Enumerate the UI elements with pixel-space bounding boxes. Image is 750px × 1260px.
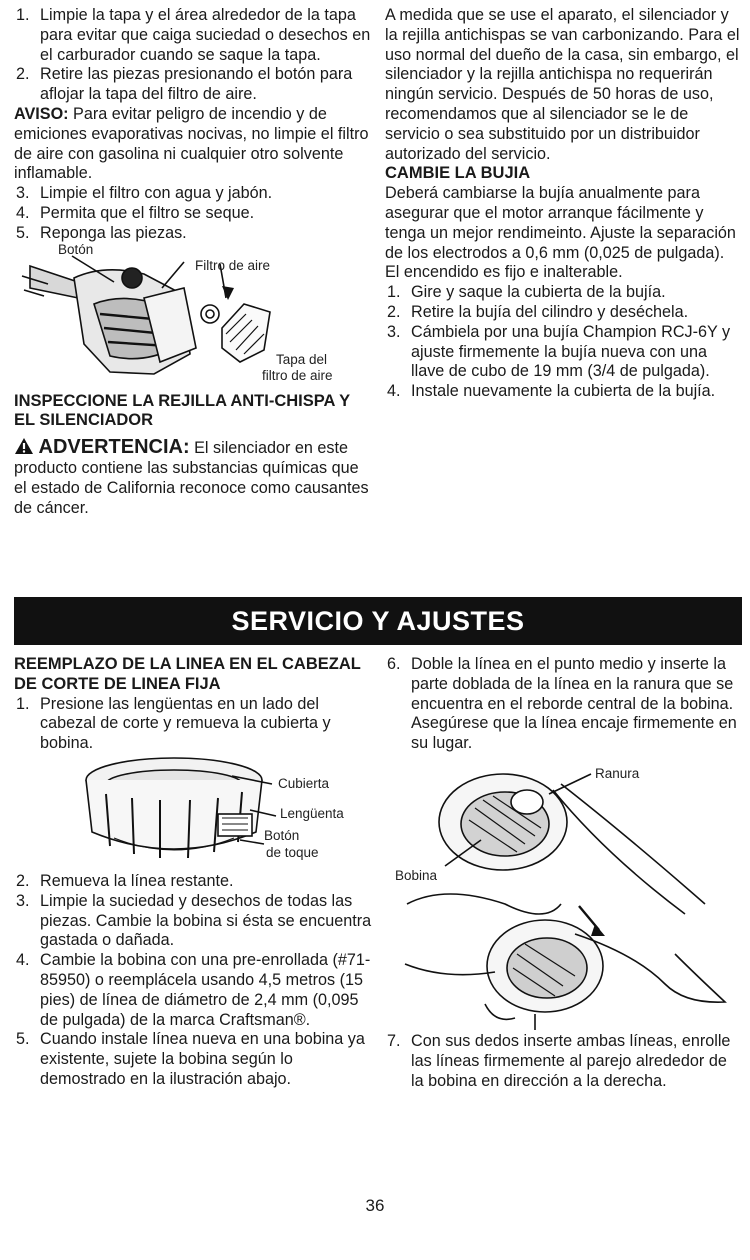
air-filter-figure: Botón Filtro de aire Tapa del filtro de … bbox=[14, 241, 372, 392]
list-item: 2. Retire las piezas presionando el botó… bbox=[16, 65, 353, 104]
list-item: 6. Doble la línea en el punto medio y in… bbox=[387, 655, 737, 753]
list-item: 4. Instale nuevamente la cubierta de la … bbox=[387, 382, 716, 401]
warning-paragraph: ADVERTENCIA: El silenciador en este prod… bbox=[14, 436, 369, 517]
spark-plug-paragraph: Deberá cambiarse la bujía anualmente par… bbox=[385, 184, 736, 282]
section-heading: CAMBIE LA BUJIA bbox=[385, 164, 531, 183]
list-item: 5. Reponga las piezas. bbox=[16, 223, 187, 242]
label-de-toque: de toque bbox=[266, 844, 319, 860]
warning-icon bbox=[14, 437, 34, 455]
label-ranura: Ranura bbox=[595, 765, 640, 781]
list-item: 3. Cámbiela por una bujía Champion RCJ-6… bbox=[387, 322, 731, 381]
page-number: 36 bbox=[365, 1196, 385, 1215]
list-item: 2. Retire la bujía del cilindro y deséch… bbox=[387, 302, 689, 321]
section-heading: REEMPLAZO DE LA LINEA EN EL CABEZAL DE C… bbox=[14, 655, 361, 693]
muffler-paragraph: A medida que se use el aparato, el silen… bbox=[385, 6, 740, 163]
label-boton: Botón bbox=[264, 827, 300, 843]
section-banner: SERVICIO Y AJUSTES bbox=[14, 597, 742, 645]
cutting-head-illustration bbox=[85, 757, 277, 859]
list-item: 4. Cambie la bobina con una pre-enrollad… bbox=[16, 951, 371, 1029]
cutting-head-figure: Cubierta Lengüenta Botón de toque bbox=[14, 754, 372, 872]
label-cubierta: Cubierta bbox=[278, 775, 330, 791]
list-item: 1. Gire y saque la cubierta de la bujía. bbox=[387, 283, 666, 302]
label-boton: Botón bbox=[58, 241, 94, 257]
label-filtro-de-aire-2: filtro de aire bbox=[262, 367, 333, 383]
list-item: 1. Presione las lengüentas en un lado de… bbox=[16, 694, 331, 753]
right-bottom-column: 6. Doble la línea en el punto medio y in… bbox=[385, 655, 743, 1091]
label-lenguenta: Lengüenta bbox=[280, 805, 344, 821]
left-top-column: 1. Limpie la tapa y el área alrededor de… bbox=[14, 6, 372, 518]
list-item: 1. Limpie la tapa y el área alrededor de… bbox=[16, 6, 371, 64]
label-bobina: Bobina bbox=[395, 867, 438, 883]
spool-illustration bbox=[404, 773, 727, 1030]
left-bottom-column: REEMPLAZO DE LA LINEA EN EL CABEZAL DE C… bbox=[14, 655, 372, 1090]
list-item: 3. Limpie el filtro con agua y jabón. bbox=[16, 184, 273, 203]
list-item: 5. Cuando instale línea nueva en una bob… bbox=[16, 1030, 365, 1088]
right-top-column: A medida que se use el aparato, el silen… bbox=[385, 6, 743, 402]
air-filter-illustration bbox=[21, 254, 271, 375]
list-item: 7. Con sus dedos inserte ambas líneas, e… bbox=[387, 1031, 731, 1090]
list-item: 4. Permita que el filtro se seque. bbox=[16, 203, 255, 222]
list-item: 3. Limpie la suciedad y desechos de toda… bbox=[16, 891, 372, 950]
label-filtro-de-aire: Filtro de aire bbox=[195, 257, 271, 273]
section-heading: INSPECCIONE LA REJILLA ANTI-CHISPA Y EL … bbox=[14, 391, 350, 430]
spool-figure: Ranura Bobina bbox=[385, 754, 743, 1032]
notice-paragraph: AVISO: Para evitar peligro de incendio y… bbox=[14, 104, 369, 183]
label-tapa-del: Tapa del bbox=[276, 351, 328, 367]
list-item: 2. Remueva la línea restante. bbox=[16, 871, 234, 890]
